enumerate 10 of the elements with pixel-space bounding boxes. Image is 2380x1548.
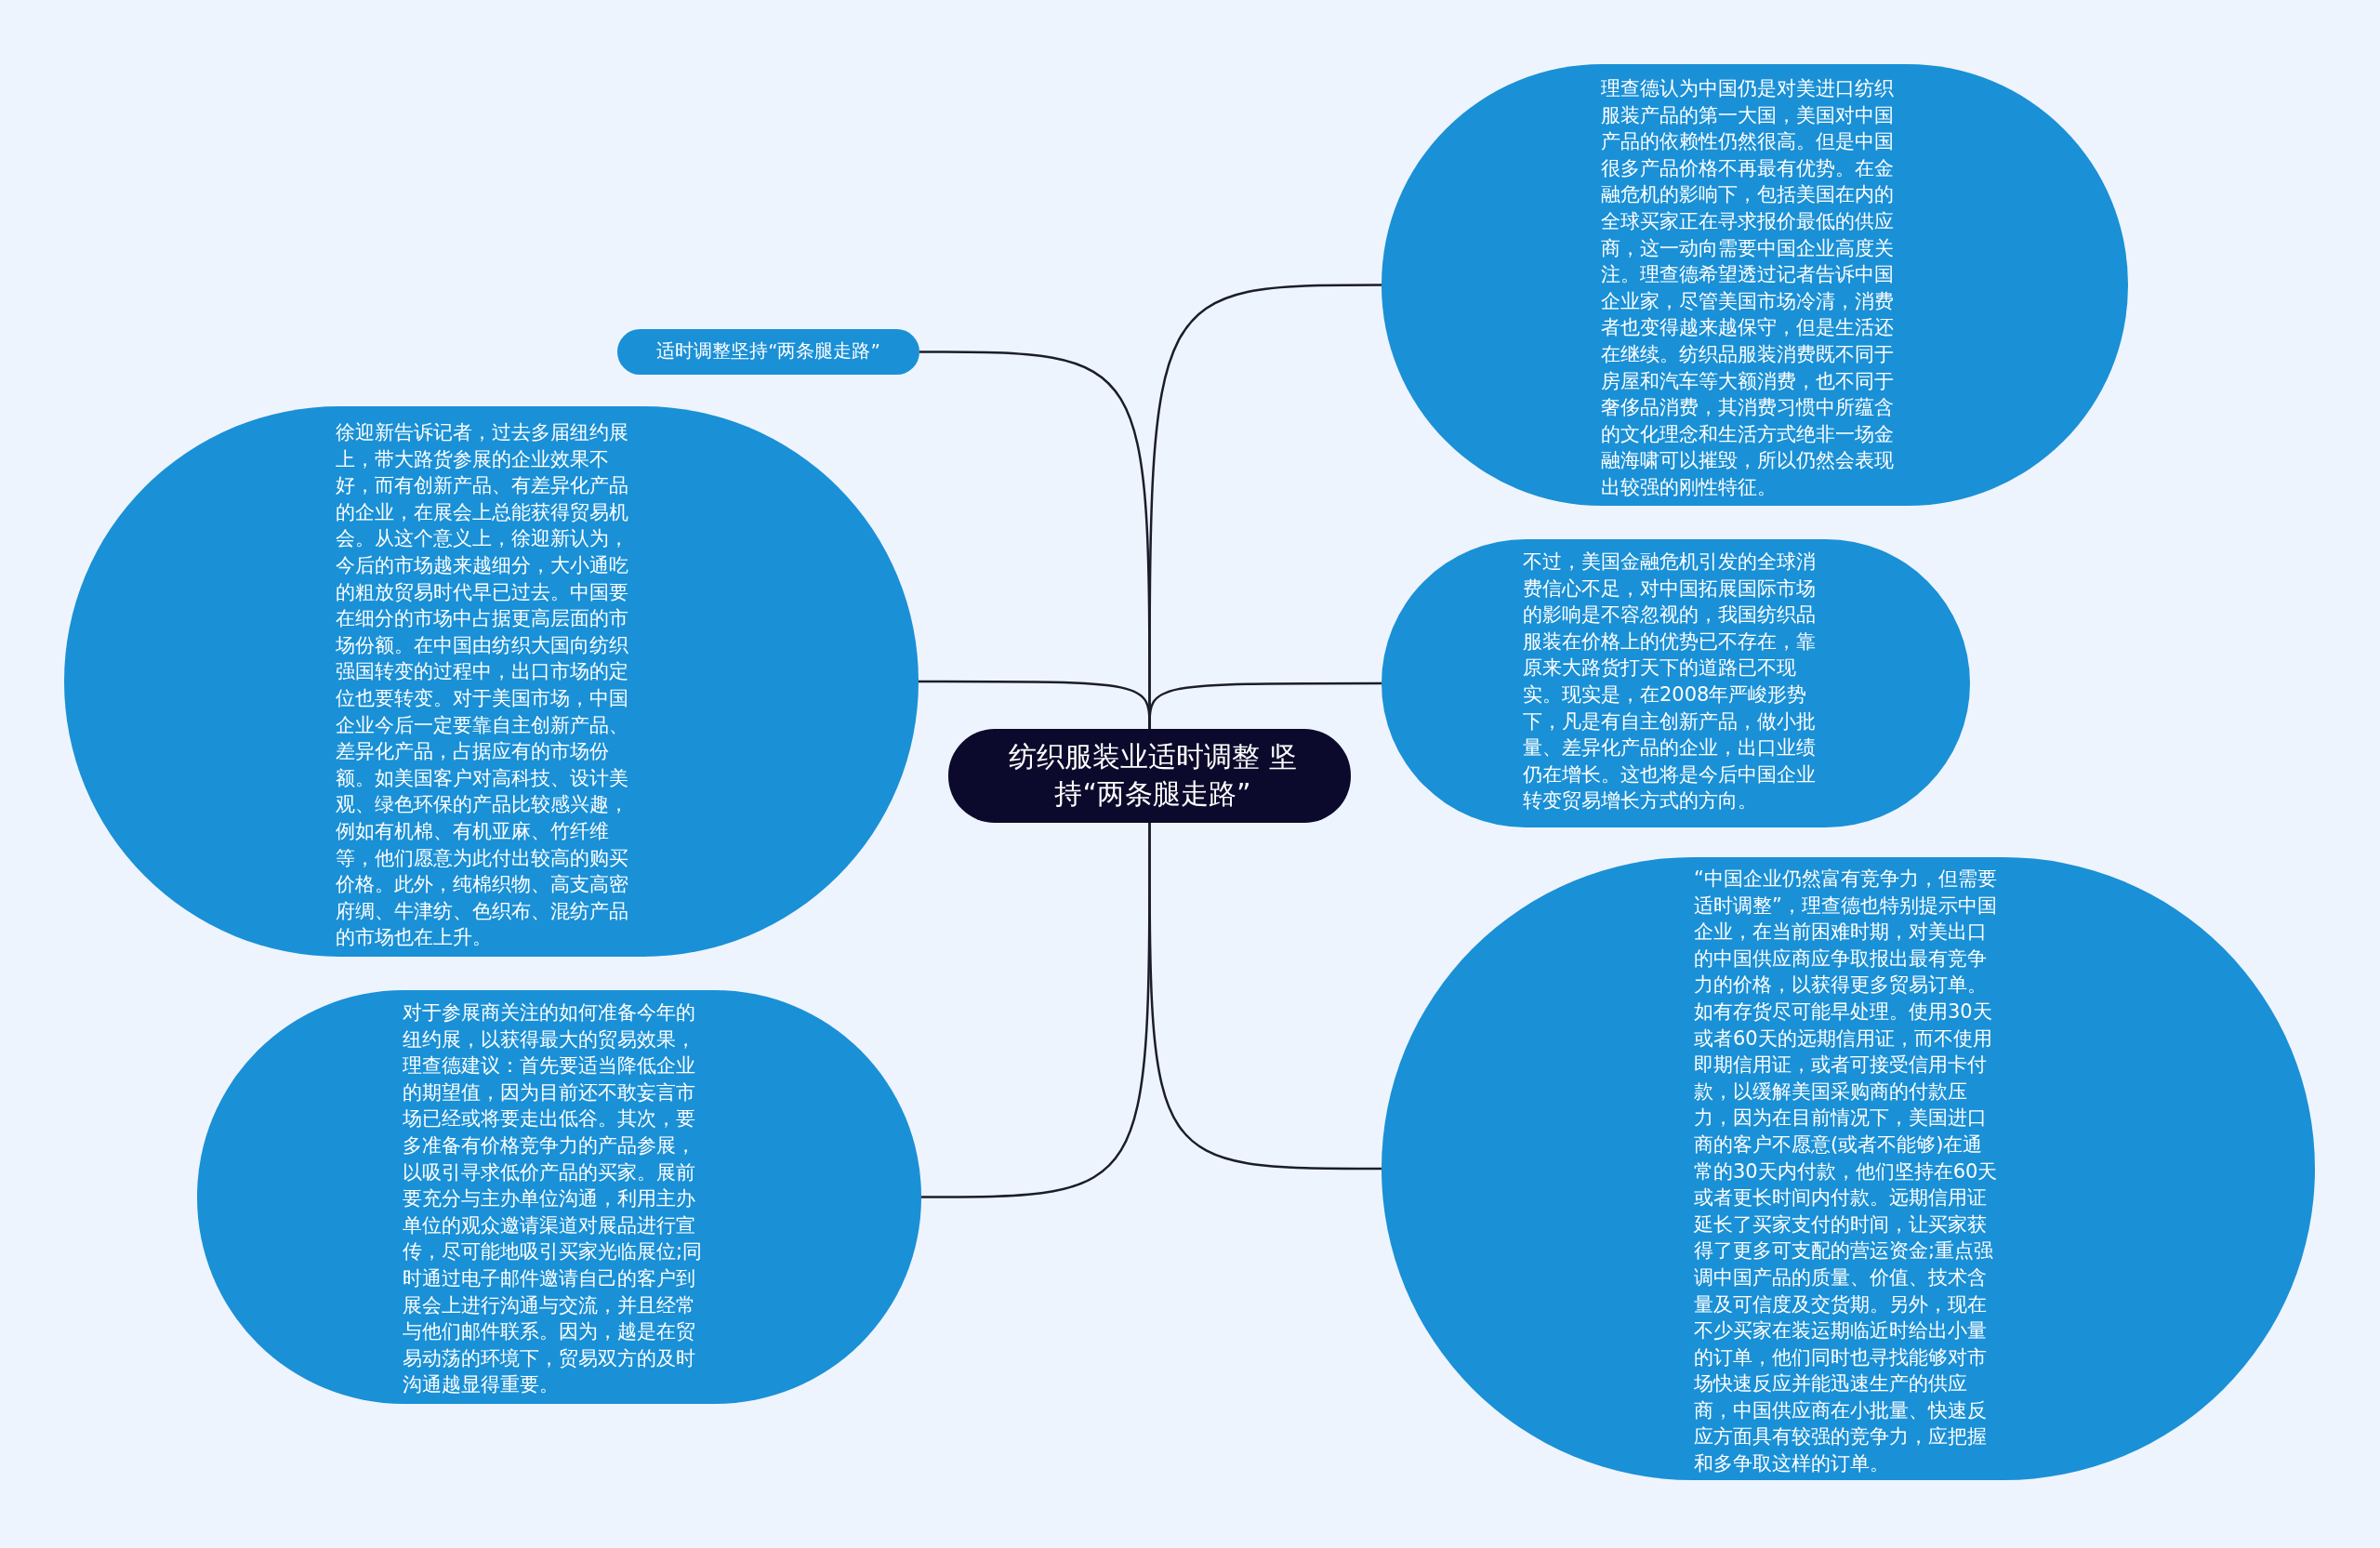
connector-line xyxy=(1148,823,1382,1171)
topic-text: 理查德认为中国仍是对美进口纺织服装产品的第一大国，美国对中国产品的依赖性仍然很高。但是中国很多产品价格不再最有优势。在金融危机的影响下，包括美国在内的全球买家正在寻求报价最低的供应商，这一动向需要中国企业高度关注。理查德希望透过记者告诉中国企业家，尽管美国市场冷清，消费者也变得越来越保守，但是生活还在继续。纺织品服装消费既不同于房屋和汽车等大额消费，也不同于奢侈品消费，其消费习惯中所蕴含的文化理念和生活方式绝非一场金融海啸可以摧毁，所以仍然会表现出较强的刚性特征。 xyxy=(1601,76,1895,500)
topic-text: 适时调整坚持“两条腿走路” xyxy=(655,338,881,364)
connector-line xyxy=(1148,681,1382,729)
topic-text: “中国企业仍然富有竞争力，但需要适时调整”，理查德也特别提示中国企业，在当前困难时期，对美出口的中国供应商应争取报出最有竞争力的价格，以获得更多贸易订单。如有存货尽可能早处理。使用30天或者60天的远期信用证，而不使用即期信用证，或者可接受信用卡付款，以缓解美国采购商的付款压力，因为在目前情况下，美国进口商的客户不愿意(或者不能够)在通常的30天内付款，他们坚持在60天或者更长时间内付款。远期信用证延长了买家支付的时间，让买家获得了更多可支配的营运资金;重点强调中国产品的质量、价值、技术含量及可信度及交货期。另外，现在不少买家在装运期临近时给出小量的订单，他们同时也寻找能够对市场快速反应并能迅速生产的供应商，中国供应商在小批量、快速反应方面具有较强的竞争力，应把握和多争取这样的订单。 xyxy=(1694,867,1999,1477)
topic-text: 对于参展商关注的如何准备今年的纽约展，以获得最大的贸易效果，理查德建议：首先要适当降低企业的期望值，因为目前还不敢妄言市场已经或将要走出低谷。其次，要多准备有价格竞争力的产品参展，以吸引寻求低价产品的买家。展前要充分与主办单位沟通，利用主办单位的观众邀请渠道对展品进行宣传，尽可能地吸引买家光临展位;同时通过电子邮件邀请自己的客户到展会上进行沟通与交流，并且经常与他们邮件联系。因为，越是在贸易动荡的环境下，贸易双方的及时沟通越显得重要。 xyxy=(403,1000,704,1398)
topic-text: 徐迎新告诉记者，过去多届纽约展上，带大路货参展的企业效果不好，而有创新产品、有差异化产品的企业，在展会上总能获得贸易机会。从这个意义上，徐迎新认为，今后的市场越来越细分，大小通吃的粗放贸易时代早已过去。中国要在细分的市场中占据更高层面的市场份额。在中国由纺织大国向纺织强国转变的过程中，出口市场的定位也要转变。对于美国市场，中国企业今后一定要靠自主创新产品、差异化产品，占据应有的市场份额。如美国客户对高科技、设计美观、绿色环保的产品比较感兴趣，例如有机棉、有机亚麻、竹纤维等，他们愿意为此付出较高的购买价格。此外，纯棉织物、高支高密府绸、牛津纺、色织布、混纺产品的市场也在上升。 xyxy=(336,420,629,951)
topic-text: 不过，美国金融危机引发的全球消费信心不足，对中国拓展国际市场的影响是不容忽视的，我国纺织品服装在价格上的优势已不存在，靠原来大路货打天下的道路已不现实。现实是，在2008年严峻形势下，凡是有自主创新产品，做小批量、差异化产品的企业，出口业绩仍在增长。这也将是今后中国企业转变贸易增长方式的方向。 xyxy=(1523,549,1817,814)
topic-title: 纺织服装业适时调整 坚持“两条腿走路” xyxy=(1008,739,1298,812)
topic-bubble xyxy=(617,329,919,375)
